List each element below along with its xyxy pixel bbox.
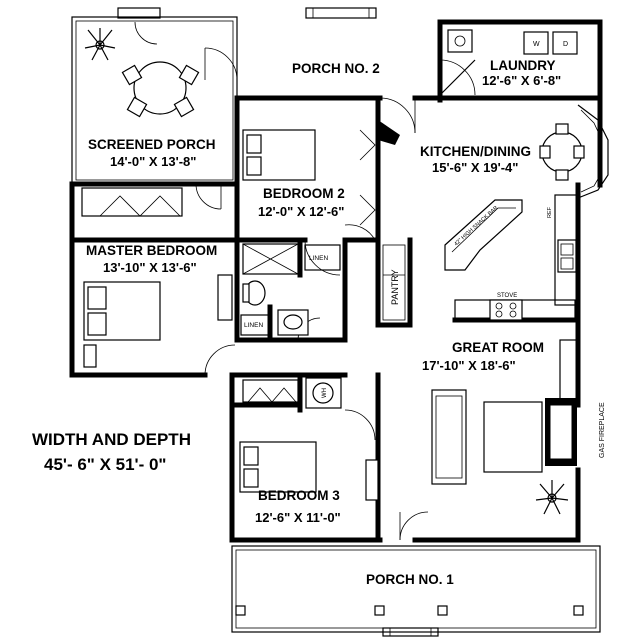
pantry-label: PANTRY <box>390 269 400 305</box>
screened-porch-label: SCREENED PORCH <box>88 137 216 152</box>
screened-porch-size: 14'-0" X 13'-8" <box>110 154 196 169</box>
laundry-size: 12'-6" X 6'-8" <box>482 73 561 88</box>
bedroom-2-label: BEDROOM 2 <box>263 186 345 201</box>
plant-icon <box>535 480 569 515</box>
master-bedroom-size: 13'-10" X 13'-6" <box>103 260 197 275</box>
gas-fireplace-label: GAS FIREPLACE <box>599 402 606 458</box>
room-labels: PORCH NO. 2 LAUNDRY 12'-6" X 6'-8" SCREE… <box>86 58 561 587</box>
linen-label-2: LINEN <box>244 322 263 329</box>
ref-label: REF <box>547 206 553 218</box>
plant-icon <box>84 28 116 61</box>
bedroom-3-label: BEDROOM 3 <box>258 488 340 503</box>
dimensions-value: 45'- 6" X 51'- 0" <box>44 455 167 474</box>
top-steps <box>117 7 377 19</box>
linen-label-1: LINEN <box>309 255 328 262</box>
kitchen-dining-label: KITCHEN/DINING <box>420 144 531 159</box>
bedroom-3-size: 12'-6" X 11'-0" <box>255 510 341 525</box>
great-room-label: GREAT ROOM <box>452 340 544 355</box>
porch-1-outline <box>231 545 601 637</box>
bay-window <box>577 104 609 199</box>
kitchen-dining-size: 15'-6" X 19'-4" <box>432 160 518 175</box>
porch-2-label: PORCH NO. 2 <box>292 61 380 76</box>
porch-1-label: PORCH NO. 1 <box>366 572 454 587</box>
great-room-size: 17'-10" X 18'-6" <box>422 358 516 373</box>
stove-label: STOVE <box>497 293 517 299</box>
overall-dimensions: WIDTH AND DEPTH 45'- 6" X 51'- 0" <box>32 430 191 474</box>
master-bedroom-label: MASTER BEDROOM <box>86 243 217 258</box>
dryer-label: D <box>563 41 568 48</box>
laundry-label: LAUNDRY <box>490 58 556 73</box>
closets <box>81 129 406 403</box>
water-heater-label: WH <box>322 388 328 398</box>
dimensions-heading: WIDTH AND DEPTH <box>32 430 191 449</box>
furniture <box>83 28 585 515</box>
washer-label: W <box>533 41 540 48</box>
bedroom-2-size: 12'-0" X 12'-6" <box>258 204 344 219</box>
